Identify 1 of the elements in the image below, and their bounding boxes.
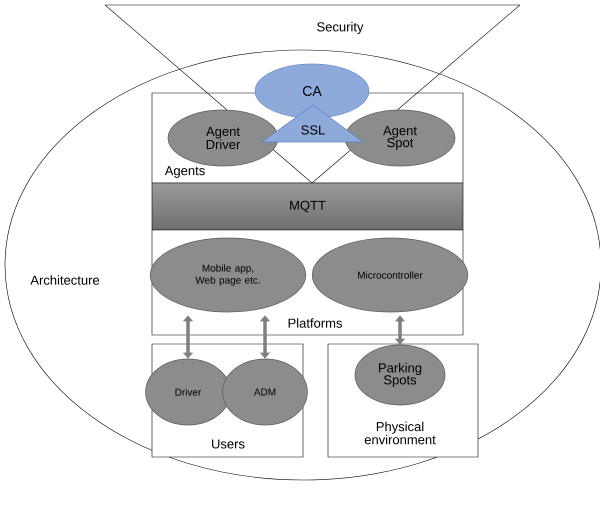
mqtt-band: MQTT [152,182,464,230]
